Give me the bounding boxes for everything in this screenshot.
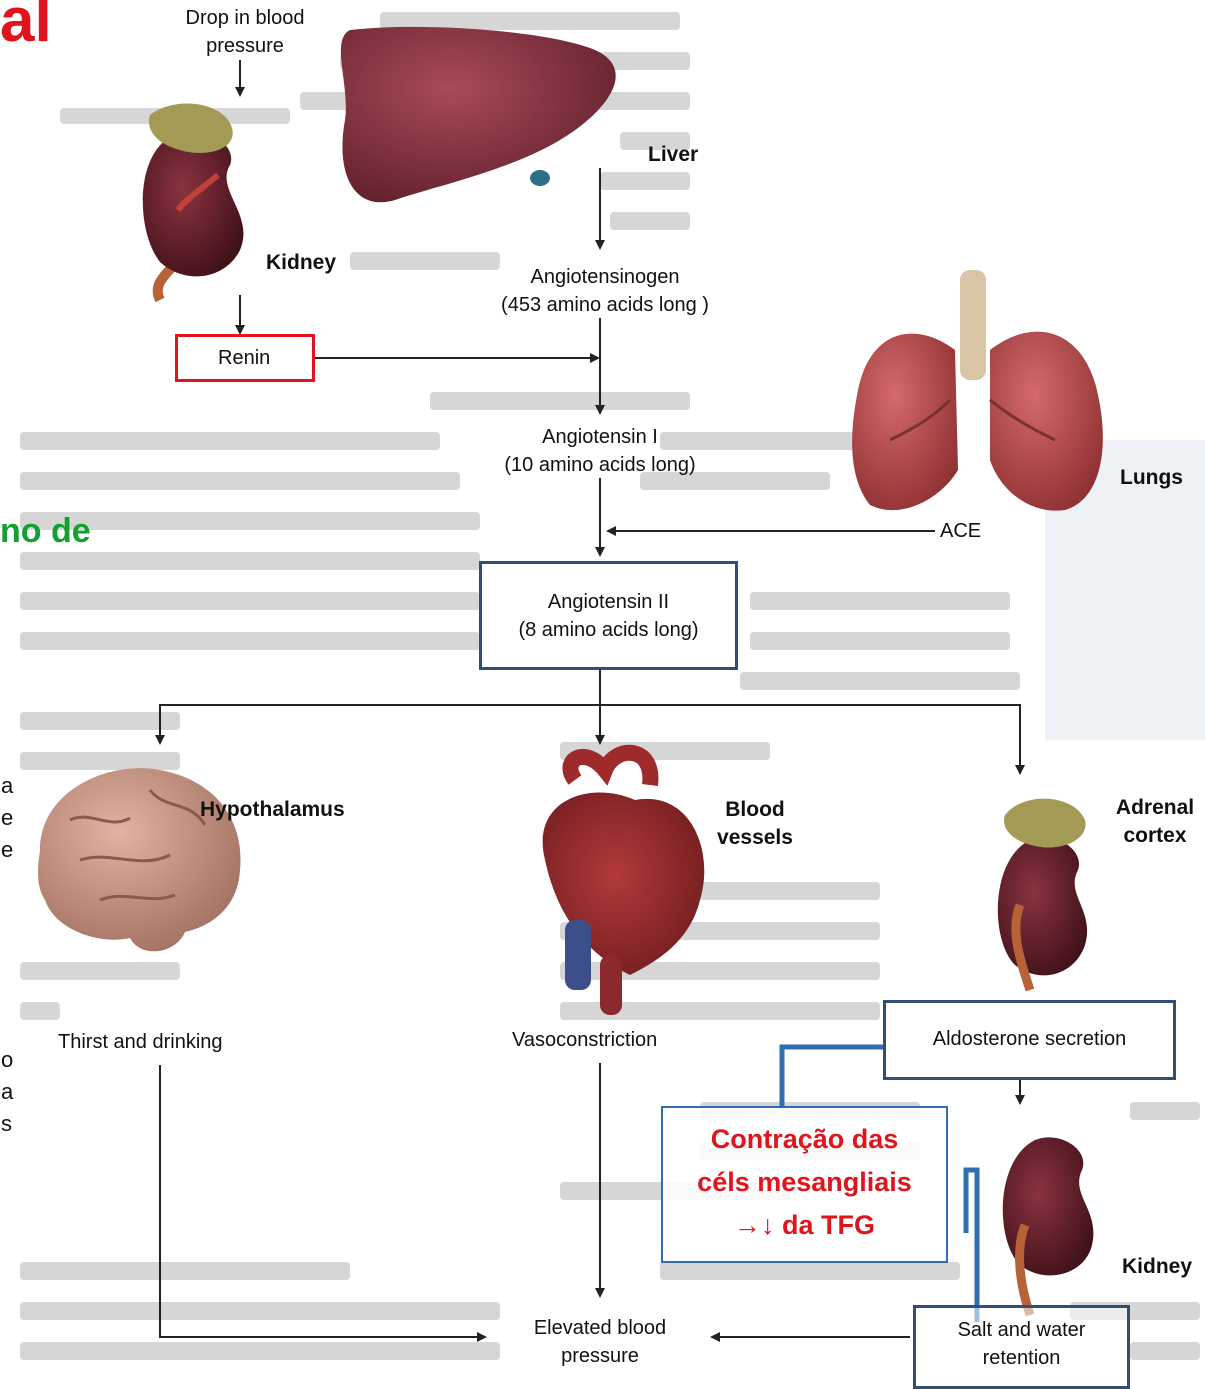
salt-water-label: Salt and water retention	[913, 1316, 1130, 1372]
elevated-bp-label: Elevated blood pressure	[490, 1314, 710, 1370]
kidney-top-label: Kidney	[266, 249, 336, 277]
drop-bp-label: Drop in blood pressure	[160, 4, 330, 60]
angiotensin-1-label: Angiotensin I (10 amino acids long)	[470, 423, 730, 479]
renin-label: Renin	[218, 344, 270, 372]
adrenal-kidney-icon	[998, 799, 1087, 990]
thirst-label: Thirst and drinking	[58, 1028, 223, 1056]
kidney-bottom-label: Kidney	[1122, 1253, 1192, 1281]
edge-fragment-a1: a	[1, 770, 13, 802]
mesangial-note: Contração das céls mesangliais →↓ da TFG	[661, 1118, 948, 1247]
liver-icon	[341, 27, 616, 202]
title-fragment: al	[0, 0, 52, 52]
lungs-icon	[852, 270, 1103, 511]
edge-fragment-a2: e	[1, 802, 13, 834]
kidney-icon	[143, 103, 244, 300]
blood-vessels-label: Blood vessels	[700, 796, 810, 852]
angiotensinogen-label: Angiotensinogen (453 amino acids long )	[470, 263, 740, 319]
green-heading-fragment: no de	[0, 512, 91, 551]
vasoconstriction-label: Vasoconstriction	[512, 1026, 657, 1054]
aldosterone-label: Aldosterone secretion	[883, 1025, 1176, 1053]
liver-label: Liver	[648, 141, 698, 169]
lungs-label: Lungs	[1120, 464, 1183, 492]
angiotensin-2-label: Angiotensin II (8 amino acids long)	[479, 588, 738, 644]
heart-icon	[543, 753, 705, 1015]
ace-label: ACE	[940, 517, 981, 545]
edge-fragment-b2: a	[1, 1076, 13, 1108]
edge-fragment-b1: o	[1, 1044, 13, 1076]
adrenal-cortex-label: Adrenal cortex	[1100, 794, 1205, 850]
edge-fragment-b3: s	[1, 1108, 12, 1140]
edge-fragment-a3: e	[1, 834, 13, 866]
kidney-small-icon	[1003, 1137, 1094, 1315]
hypothalamus-label: Hypothalamus	[200, 796, 345, 824]
